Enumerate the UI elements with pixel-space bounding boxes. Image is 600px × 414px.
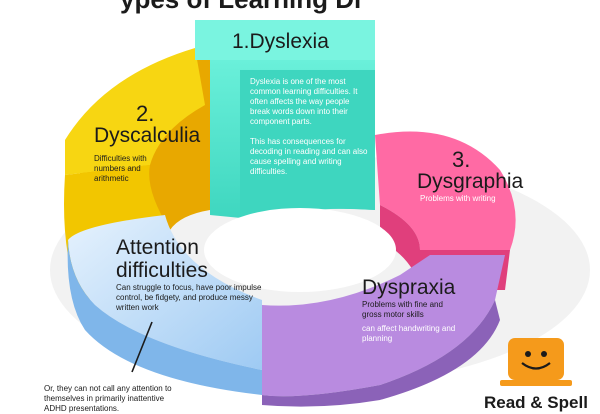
dyspraxia-description: Problems with fine and gross motor skill… (362, 300, 443, 319)
dyspraxia-title: Dyspraxia (362, 276, 456, 299)
dyspraxia-effects: can affect handwriting and planning (362, 324, 456, 343)
attention-title-line1: Attention (116, 236, 199, 259)
dyslexia-consequences: This has consequences for decoding in re… (250, 137, 368, 176)
dyscalculia-number: 2. (136, 101, 155, 126)
callout-pointer (131, 321, 153, 373)
dysgraphia-number: 3. (452, 147, 471, 172)
dyslexia-description: Dyslexia is one of the most common learn… (250, 77, 358, 126)
dyscalculia-description: Difficulties with numbers and arithmetic (94, 154, 147, 183)
dysgraphia-description: Problems with writing (420, 194, 496, 203)
segment-dyslexia (195, 20, 375, 220)
attention-title-line2: difficulties (116, 259, 208, 282)
dysgraphia-title: Dysgraphia (417, 170, 524, 193)
attention-callout-text: Or, they can not call any attention to t… (44, 384, 172, 413)
segment-attention (67, 215, 262, 395)
logo-text: Read & Spell (484, 393, 588, 412)
ring-center (204, 208, 396, 292)
smiley-laptop-icon (500, 338, 572, 386)
dyslexia-title: 1.Dyslexia (232, 30, 329, 53)
page-title: ypes of Learning Di (120, 0, 361, 15)
dyscalculia-title: Dyscalculia (94, 124, 201, 147)
attention-description: Can struggle to focus, have poor impulse… (116, 283, 262, 312)
segment-dyspraxia (262, 255, 505, 407)
